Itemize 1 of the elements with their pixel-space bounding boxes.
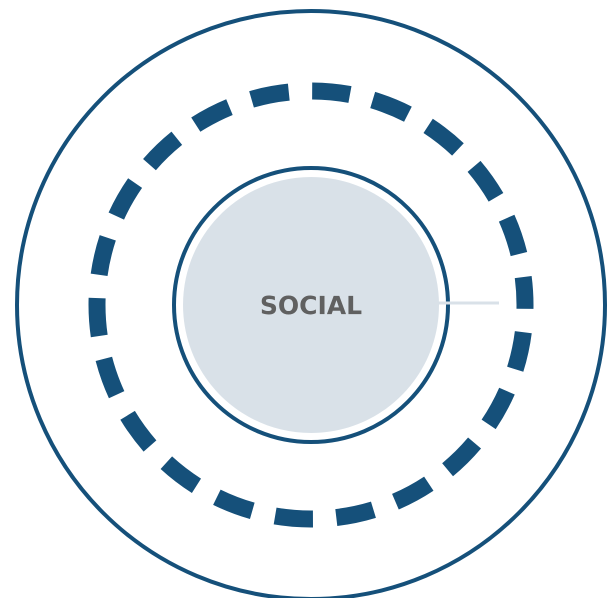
circle-node: SOCIAL [183,177,439,433]
